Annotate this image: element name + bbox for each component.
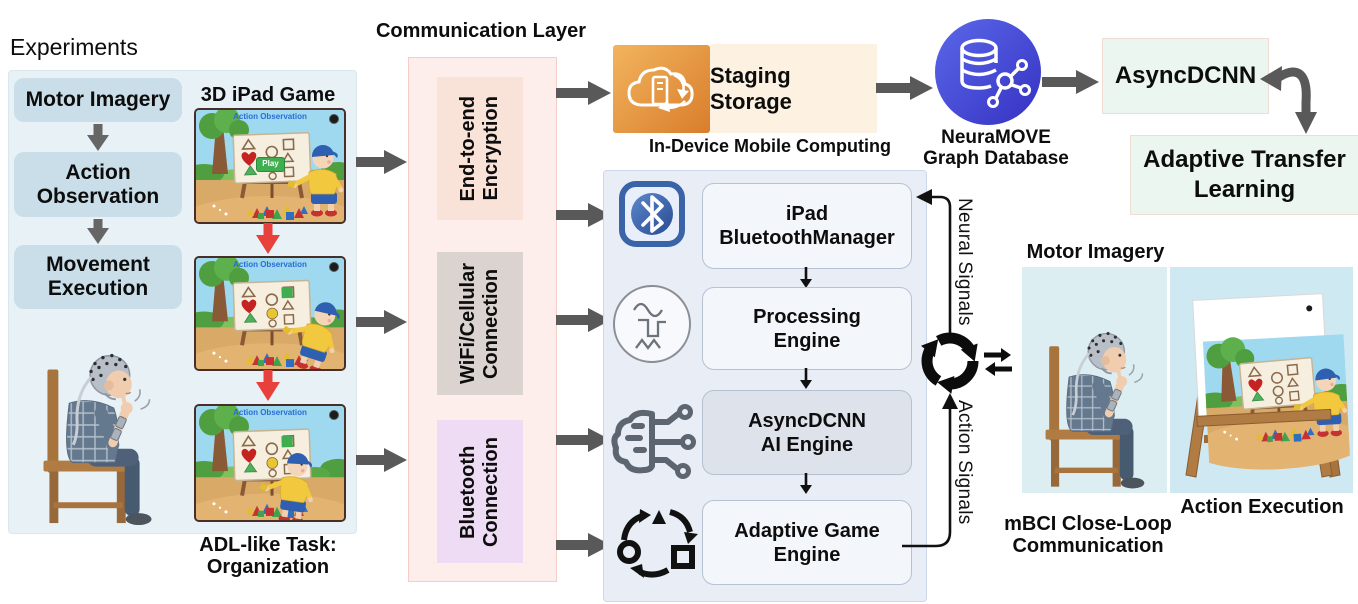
step-action-observation: Action Observation	[14, 152, 182, 217]
encryption-label-line1: End-to-end	[457, 95, 479, 202]
close-icon	[329, 262, 339, 272]
cloud-sync-icon	[613, 45, 710, 133]
motor-imagery-label: Motor Imagery	[1026, 241, 1165, 263]
down-arrow-icon	[87, 219, 109, 244]
down-arrow-icon	[87, 124, 109, 151]
game-screenshot-3: Action Observation	[194, 404, 346, 522]
ipad-bluetoothmanager-box: iPad BluetoothManager	[702, 183, 912, 269]
wifi-cellular-box: WiFi/Cellular Connection	[437, 252, 523, 395]
btmgr-label-line2: BluetoothManager	[719, 227, 895, 249]
motor-imagery-illustration	[1022, 267, 1167, 493]
action-execution-label: Action Execution	[1180, 496, 1344, 518]
gameengine-label-line1: Adaptive Game	[734, 519, 880, 542]
encryption-label-line2: Encryption	[480, 96, 502, 201]
step-label: Motor Imagery	[25, 88, 171, 112]
red-down-arrow-icon	[256, 223, 280, 254]
game-scene-title: Action Observation	[233, 408, 307, 417]
step-down-arrow-icon	[800, 473, 812, 494]
step-down-arrow-icon	[800, 267, 812, 288]
close-icon	[329, 114, 339, 124]
neural-signals-label: Neural Signals	[954, 198, 975, 326]
signal-wave-icon	[613, 285, 691, 363]
aiengine-label-line1: AsyncDCNN	[748, 409, 866, 432]
flow-arrow-icon	[1042, 70, 1099, 94]
bluetooth-connection-box: Bluetooth Connection	[437, 420, 523, 563]
flow-arrow-icon	[556, 81, 611, 105]
bluetooth-icon	[619, 181, 685, 247]
step-motor-imagery: Motor Imagery	[14, 78, 182, 122]
action-signals-label: Action Signals	[954, 400, 975, 525]
step-label: Action Observation	[36, 160, 160, 208]
mbci-caption-line2: Communication	[1012, 535, 1164, 558]
bt-conn-label-line2: Connection	[480, 436, 502, 547]
flow-arrow-icon	[356, 150, 407, 174]
procengine-label-line1: Processing	[753, 305, 861, 328]
game-scene-title: Action Observation	[233, 260, 307, 269]
game-scene-title: Action Observation	[233, 112, 307, 121]
bt-conn-label-line1: Bluetooth	[457, 444, 479, 539]
asyncdcnn-ai-engine-box: AsyncDCNN AI Engine	[702, 390, 912, 475]
flow-arrow-icon	[556, 203, 611, 227]
graphdb-label-line2: Graph Database	[923, 148, 1069, 170]
staging-storage-label: Staging Storage	[710, 62, 792, 114]
aiengine-label-line2: AI Engine	[760, 433, 854, 456]
procengine-label-line2: Engine	[773, 329, 841, 352]
adaptive-transfer-learning-box: Adaptive Transfer Learning	[1130, 135, 1358, 215]
wifi-label-line1: WiFi/Cellular	[457, 263, 479, 384]
close-icon	[329, 410, 339, 420]
task-label-line1: ADL-like Task:	[199, 534, 337, 556]
staging-storage-box: Staging Storage	[710, 44, 877, 133]
wifi-label-line2: Connection	[480, 268, 502, 379]
play-button: Play	[256, 157, 285, 172]
btmgr-label-line1: iPad	[785, 203, 829, 225]
flow-arrow-icon	[356, 448, 407, 472]
game-label: 3D iPad Game	[200, 84, 336, 106]
flow-arrow-icon	[556, 533, 611, 557]
exchange-arrows-icon	[984, 348, 1012, 376]
step-movement-execution: Movement Execution	[14, 245, 182, 309]
processing-engine-box: Processing Engine	[702, 287, 912, 370]
game-screenshot-2: Action Observation	[194, 256, 346, 371]
asyncdcnn-label: AsyncDCNN	[1114, 62, 1257, 89]
shapes-cycle-icon	[617, 509, 698, 578]
bidirectional-curve-arrow-icon	[1260, 66, 1317, 134]
flow-arrow-icon	[356, 310, 407, 334]
communication-layer-title: Communication Layer	[375, 20, 587, 42]
experiments-title: Experiments	[10, 34, 138, 60]
encryption-box: End-to-end Encryption	[437, 77, 523, 220]
adaptive-game-engine-box: Adaptive Game Engine	[702, 500, 912, 585]
mbci-caption-line1: mBCI Close-Loop	[1004, 513, 1172, 535]
graphdb-label-line1: NeuraMOVE	[941, 127, 1051, 148]
flow-arrow-icon	[556, 308, 611, 332]
closed-loop-path	[902, 189, 1012, 548]
game-scene-illustration	[196, 406, 344, 520]
game-scene-illustration	[196, 258, 344, 369]
red-down-arrow-icon	[256, 370, 280, 401]
atl-label-line2: Learning	[1193, 176, 1296, 203]
step-label: Movement Execution	[46, 253, 150, 300]
eeg-person-illustration	[16, 312, 178, 530]
step-down-arrow-icon	[800, 368, 812, 389]
graph-database-icon	[935, 19, 1041, 125]
game-screenshot-1: Action Observation Play	[194, 108, 346, 224]
task-label-line2: Organization	[206, 556, 330, 579]
easel-illustration	[1170, 267, 1353, 493]
flow-arrow-icon	[876, 76, 933, 100]
in-device-caption: In-Device Mobile Computing	[648, 136, 891, 156]
asyncdcnn-box: AsyncDCNN	[1102, 38, 1269, 114]
cycle-arrows-icon	[921, 332, 979, 394]
flow-arrow-icon	[556, 428, 611, 452]
atl-label-line1: Adaptive Transfer	[1143, 146, 1346, 173]
brain-circuit-icon	[611, 404, 696, 479]
gameengine-label-line2: Engine	[773, 543, 841, 566]
